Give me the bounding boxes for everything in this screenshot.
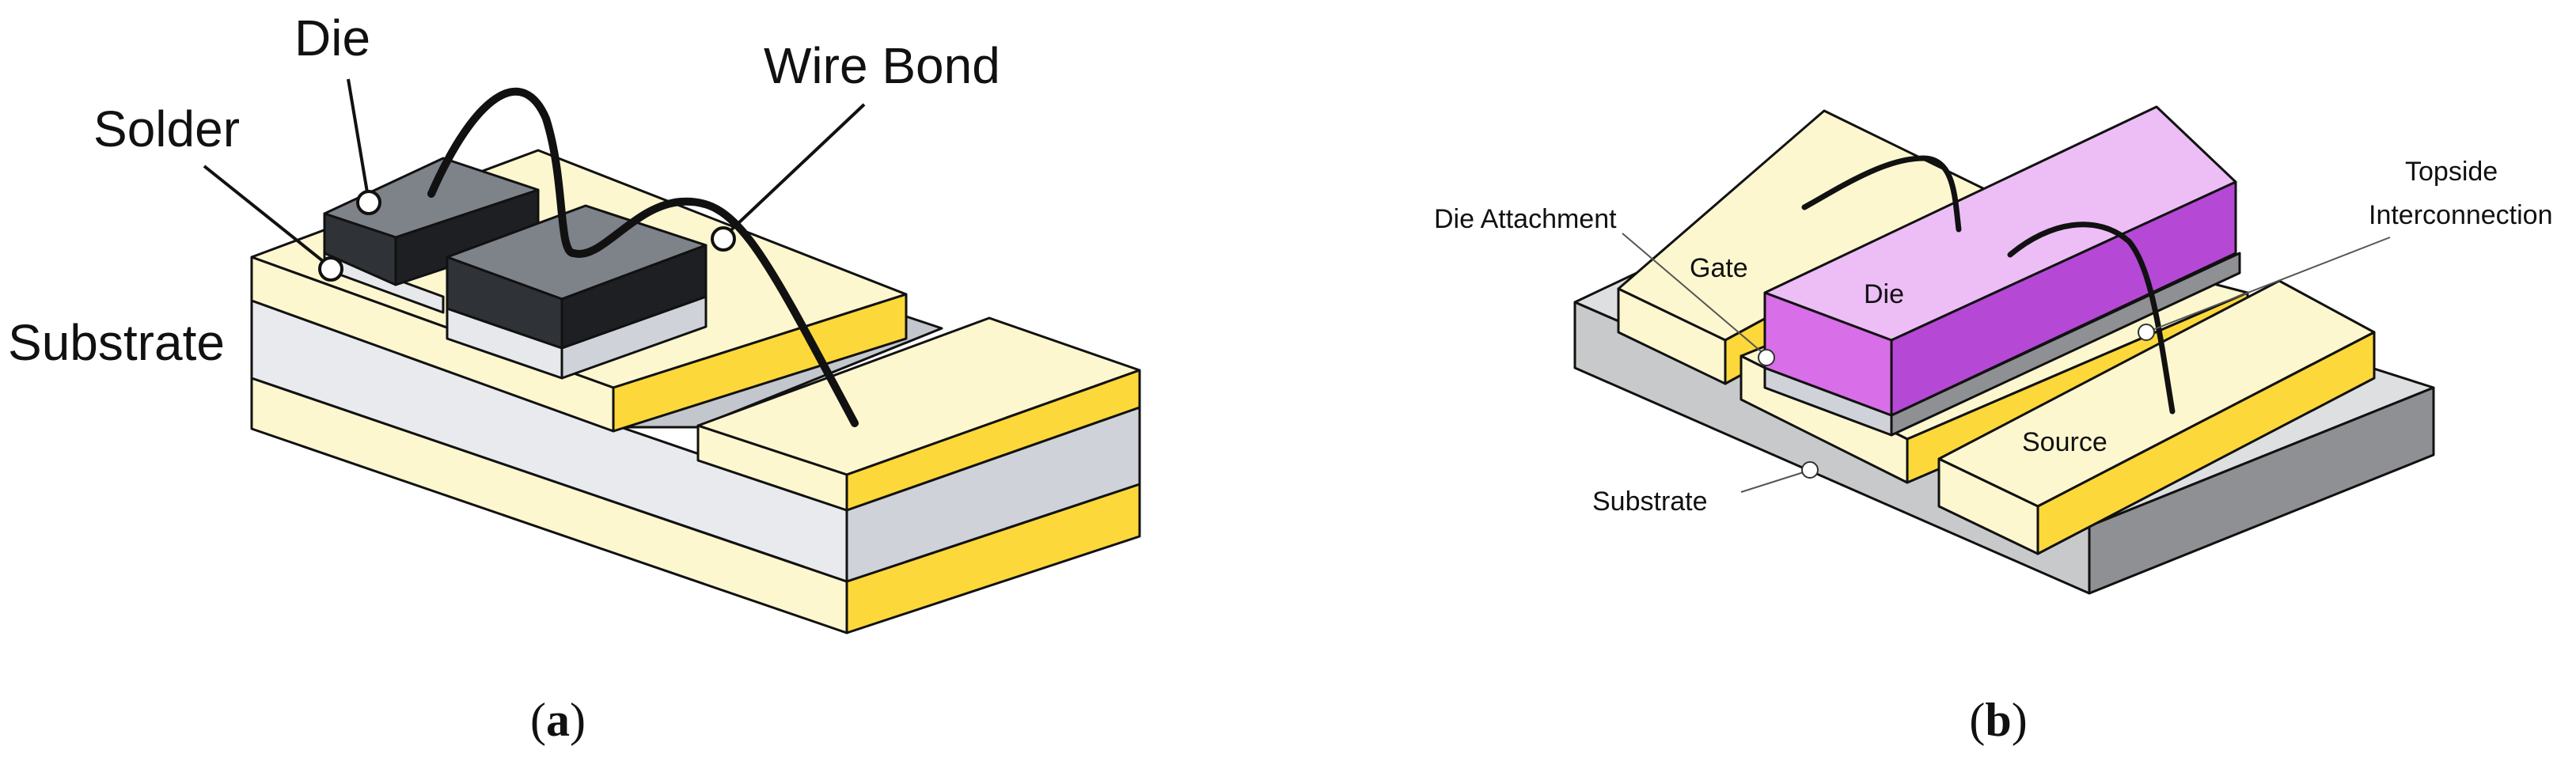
back-die-stack: [323, 157, 540, 314]
caption-a: (a): [530, 694, 586, 746]
label-topside-line1: Topside: [2405, 157, 2498, 187]
substrate-side: [2088, 386, 2435, 595]
substrate-marker: [1801, 461, 1819, 479]
topside-marker: [2138, 324, 2155, 341]
label-solder: Solder: [93, 100, 240, 157]
figure-a: Die Solder Wire Bond Substrate (a): [8, 9, 1141, 746]
solder-leader-line: [203, 165, 332, 269]
source-wire: [2007, 222, 2176, 415]
label-wire-bond: Wire Bond: [764, 37, 1000, 94]
wire-bond-marker: [711, 226, 736, 252]
caption-b: (b): [1969, 694, 2027, 746]
solder-marker: [318, 256, 343, 282]
source-pad-side: [2036, 331, 2376, 555]
figure-b: Die Attachment Topside Interconnection G…: [1434, 105, 2553, 746]
die-leader-line: [347, 78, 370, 203]
label-die: Die: [294, 9, 370, 66]
label-topside-line2: Interconnection: [2369, 200, 2553, 230]
substrate-leader-line: [1740, 470, 1809, 493]
topside-leader-line: [2145, 237, 2391, 333]
wire-bond: [427, 87, 859, 427]
label-gate: Gate: [1690, 253, 1748, 283]
gate-wire: [1801, 155, 1962, 233]
die-attachment-leader-line: [1622, 233, 1767, 357]
front-die-side: [560, 244, 708, 350]
label-die-attachment: Die Attachment: [1434, 204, 1617, 234]
right-top-copper-pad: [696, 316, 1141, 512]
label-die-b: Die: [1864, 279, 1904, 309]
source-pad: [1937, 279, 2376, 555]
die-attachment-marker: [1758, 349, 1775, 366]
label-substrate: Substrate: [8, 314, 225, 371]
label-substrate-b: Substrate: [1592, 487, 1708, 517]
left-pad-side: [612, 293, 908, 433]
die-marker: [356, 190, 381, 215]
right-pad-side: [845, 369, 1141, 512]
pink-die: [1763, 105, 2237, 417]
wire-bond-leader-line: [722, 103, 866, 239]
label-source: Source: [2022, 427, 2107, 457]
